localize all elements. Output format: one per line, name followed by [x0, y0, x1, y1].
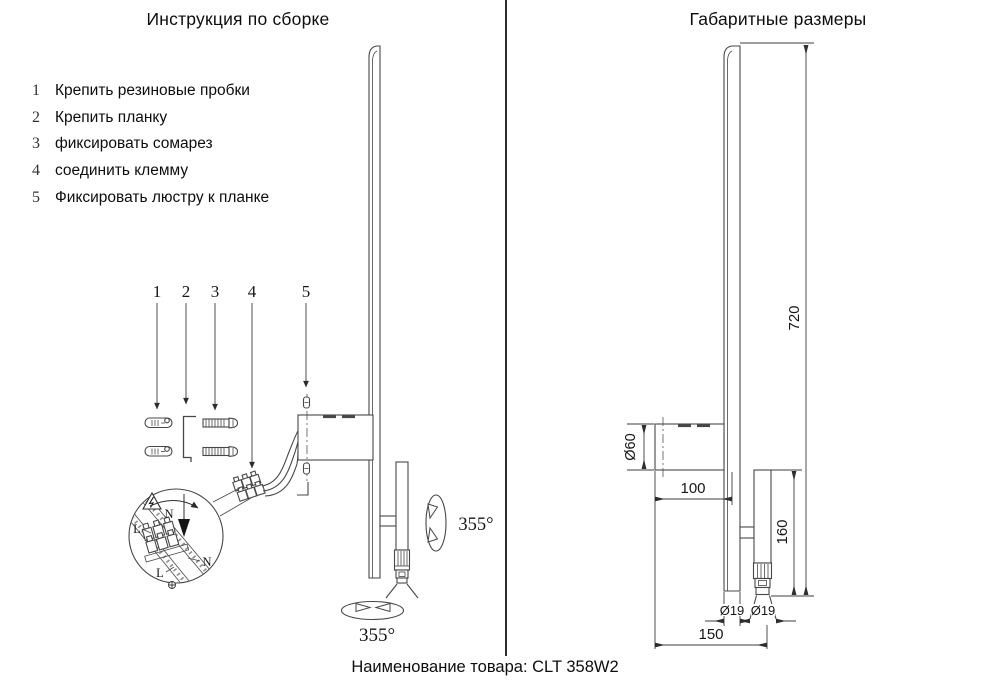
side-rotation-angle: 355°: [458, 515, 493, 535]
lamp-rotating-arm: [379, 461, 419, 599]
dimensions-drawing: Ø60 100 160 720: [623, 42, 814, 649]
label-l-left: L: [133, 522, 141, 536]
callout-leaders: 1 2 3 4 5: [153, 282, 311, 469]
step-text: фиксировать сомарез: [55, 135, 213, 152]
dim-arm-label: 160: [774, 519, 791, 544]
assembly-step-2: 2 Крепить планку: [30, 109, 167, 127]
dim-arm-160: 160: [771, 469, 814, 597]
step-text: Крепить планку: [55, 109, 168, 126]
lamp-rotating-arm: [739, 469, 777, 620]
lamp-vertical-bar: [723, 45, 741, 592]
wiring-detail-view: N L N L: [128, 487, 252, 589]
step-text: Крепить резиновые пробки: [55, 82, 250, 99]
lamp-vertical-bar: [368, 45, 381, 579]
label-n-top: N: [164, 507, 173, 521]
wall-mount-box: [654, 417, 725, 477]
detail-terminal-block: [141, 516, 190, 563]
wires: [261, 430, 299, 497]
label-l-bottom: L: [156, 566, 164, 580]
terminal-block: [232, 470, 266, 502]
wire-labels: N L N L: [133, 507, 211, 580]
step-number: 3: [32, 135, 40, 152]
dim-height-label: 720: [786, 305, 803, 330]
callout-1: 1: [153, 282, 162, 301]
dim-offset-label: 100: [680, 480, 705, 497]
assembly-step-5: 5 Фиксировать люстру к планке: [30, 189, 269, 207]
dim-tube-diameters: Ø19 Ø19: [705, 592, 796, 626]
wall-mount-box: [297, 394, 374, 496]
dim-width-label: 150: [698, 626, 723, 643]
dim-offset-100: 100: [654, 471, 733, 649]
callout-4: 4: [248, 282, 257, 301]
callout-2: 2: [182, 282, 191, 301]
mounting-hardware: [144, 415, 239, 462]
label-n-right: N: [202, 555, 211, 569]
step-number: 2: [32, 109, 40, 126]
dim-plate-diameter: Ø60: [623, 423, 654, 471]
assembly-step-1: 1 Крепить резиновые пробки: [30, 82, 250, 100]
step-text: соединить клемму: [55, 162, 189, 179]
rotate-to-lock-arrow: [149, 500, 199, 509]
step-number: 1: [32, 82, 40, 99]
left-panel-title: Инструкция по сборке: [146, 9, 330, 29]
dim-plate-diameter-label: Ø60: [623, 433, 639, 460]
panel-divider: [505, 0, 507, 656]
step-number: 5: [32, 189, 40, 206]
right-panel-title: Габаритные размеры: [689, 9, 867, 29]
side-rotation-indicator: 355°: [425, 494, 494, 552]
callout-3: 3: [211, 282, 220, 301]
dim-width-150: 150: [655, 625, 768, 649]
mounting-bracket: [182, 415, 196, 462]
bottom-rotation-angle: 355°: [359, 625, 395, 646]
dim-tube-right-label: Ø19: [751, 603, 776, 618]
assembly-step-3: 3 фиксировать сомарез: [30, 135, 213, 153]
step-text: Фиксировать люстру к планке: [55, 189, 270, 206]
assembly-drawing: 355° 355° 1 2 3 4 5: [128, 45, 494, 646]
dim-height-720: 720: [740, 42, 814, 595]
step-number: 4: [32, 162, 40, 179]
bottom-rotation-indicator: 355°: [340, 600, 405, 646]
dim-tube-left-label: Ø19: [720, 603, 745, 618]
product-name-label: Наименование товара: CLT 358W2: [351, 658, 619, 676]
insert-arrow: [178, 519, 190, 537]
callout-5: 5: [302, 282, 311, 301]
ground-symbol-icon: [168, 581, 176, 589]
assembly-step-4: 4 соединить клемму: [30, 162, 188, 180]
